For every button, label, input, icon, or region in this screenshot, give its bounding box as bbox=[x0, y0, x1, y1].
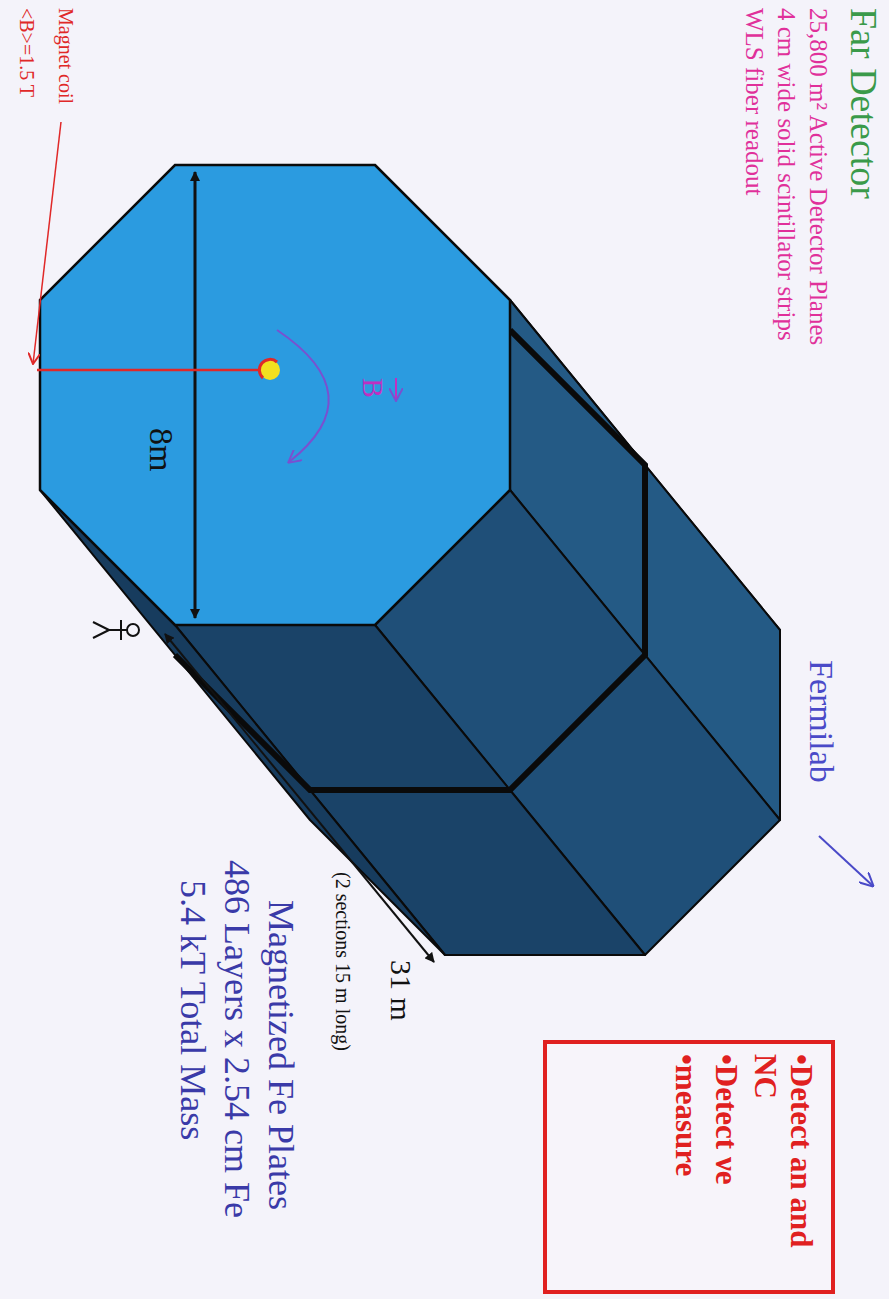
coil-line bbox=[37, 369, 261, 372]
spec-note: WLS fiber readout bbox=[741, 8, 767, 195]
dimension-note: (2 sections 15 m long) bbox=[332, 872, 353, 1051]
coil-dot bbox=[259, 359, 280, 380]
bullet-text: •measure bbox=[668, 1054, 704, 1280]
spec-note: Magnetized Fe Plates bbox=[261, 900, 299, 1210]
spec-note: 4 cm wide solid scintillator strips bbox=[773, 8, 799, 341]
coil-label: Magnet coil bbox=[55, 8, 76, 104]
spec-note: 486 Layers x 2.54 cm Fe bbox=[217, 860, 255, 1218]
goals-box: •Detect an and NC•Detect νe•measure bbox=[543, 1040, 835, 1294]
prism-side-faces bbox=[40, 165, 780, 955]
width-dimension-arrow bbox=[194, 172, 197, 618]
dimension-label: 8m bbox=[143, 428, 179, 471]
spec-note: 25,800 m² Active Detector Planes bbox=[805, 8, 831, 345]
coil-leader bbox=[33, 122, 61, 364]
vector-arrow-over-b bbox=[395, 378, 397, 400]
dimension-label: 31 m bbox=[386, 960, 418, 1021]
field-vector-label: B bbox=[358, 378, 390, 398]
person-figure bbox=[93, 620, 139, 640]
bullet-text: •Detect an and NC bbox=[748, 1054, 819, 1280]
octagon-front-face bbox=[40, 165, 510, 625]
field-direction-arc bbox=[277, 330, 329, 462]
spec-note: 5.4 kT Total Mass bbox=[173, 880, 211, 1140]
fermilab-arrow bbox=[819, 836, 873, 886]
bullet-text: •Detect νe bbox=[708, 1054, 744, 1280]
field-value: <B>=1.5 T bbox=[16, 8, 37, 97]
diagram-title: Far Detector bbox=[843, 8, 883, 199]
direction-label: Fermilab bbox=[803, 660, 839, 783]
